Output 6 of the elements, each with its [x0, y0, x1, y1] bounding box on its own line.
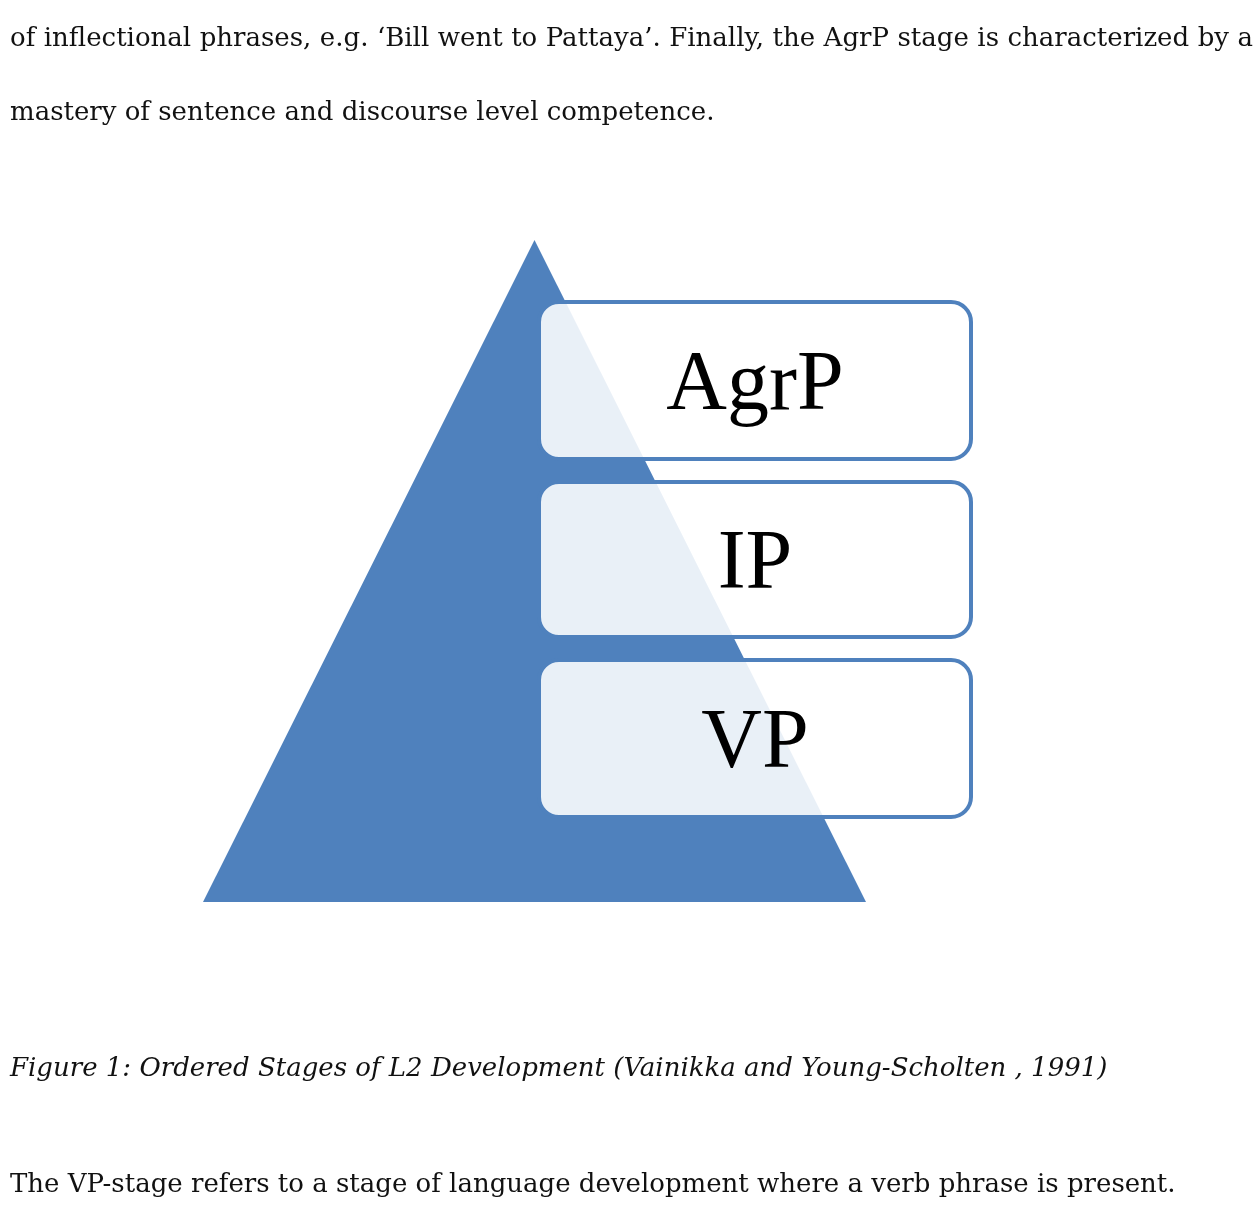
- paragraph-text: The VP-stage refers to a stage of language development where a verb phrase is present.: [10, 1167, 1177, 1200]
- stage-label: AgrP: [666, 333, 844, 429]
- figure-caption: Figure 1: Ordered Stages of L2 Development (Vainikka and Young-Scholten , 1991): [10, 1052, 1108, 1082]
- stage-label: VP: [701, 691, 809, 787]
- paragraph-text: of inflectional phrases, e.g. ‘Bill went to Pattaya’. Finally, the AgrP stage is characterized by a mastery of sentence and discourse level competence.: [10, 21, 1253, 128]
- stage-label: IP: [717, 512, 793, 608]
